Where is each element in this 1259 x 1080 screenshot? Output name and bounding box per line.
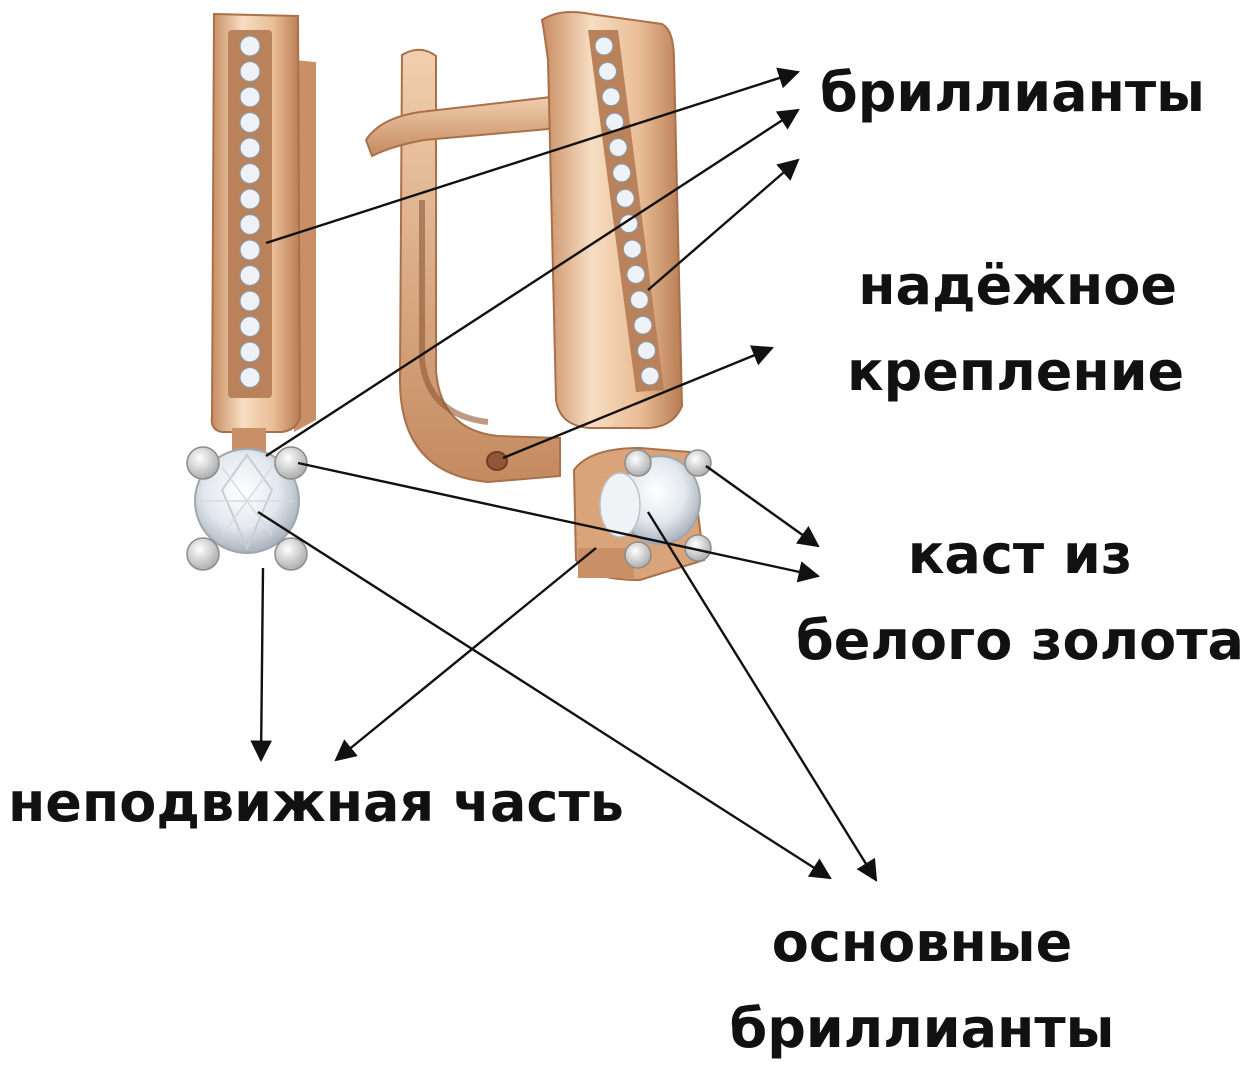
label-setting-line-2: белого золота <box>796 609 1244 672</box>
arrow-setting-1 <box>297 461 821 583</box>
pave-diamond <box>636 341 657 361</box>
right-earring-latch <box>364 94 561 158</box>
label-main-diamonds-line-2: бриллианты <box>729 997 1115 1060</box>
pave-diamond <box>597 61 618 81</box>
hinge-hole-icon <box>486 451 508 471</box>
pave-diamond <box>239 213 261 236</box>
arrow-main-1 <box>257 510 832 880</box>
pave-diamond <box>239 60 261 83</box>
label-secure-clasp-line-1: надёжное <box>858 254 1177 317</box>
label-fixed-part-text: неподвижная часть <box>8 771 624 834</box>
right-pave-diamonds <box>594 36 660 386</box>
pave-diamond <box>239 111 261 134</box>
arrow-setting-2 <box>705 465 820 548</box>
label-diamonds-text: бриллианты <box>820 61 1206 124</box>
label-setting-line-1: каст из <box>907 523 1133 586</box>
pave-diamond <box>239 137 261 159</box>
pave-diamond <box>239 86 261 108</box>
pave-diamond <box>239 239 261 261</box>
label-white-gold-setting: каст из белого золота <box>790 512 1250 684</box>
right-earring-loop <box>398 48 561 484</box>
pave-diamond <box>615 188 635 208</box>
pave-diamond <box>622 239 642 259</box>
arrow-clasp <box>502 345 774 460</box>
arrow-fixed-1 <box>250 567 273 763</box>
pave-diamond <box>239 35 261 57</box>
label-main-diamonds-line-1: основные <box>771 911 1073 974</box>
right-main-setting <box>572 446 712 582</box>
pave-diamond <box>601 87 621 107</box>
earring-illustration <box>186 11 712 582</box>
arrow-main-2 <box>646 511 878 882</box>
pave-diamond <box>239 366 261 389</box>
pave-diamond <box>239 315 261 338</box>
arrow-diamonds-1 <box>265 67 801 245</box>
pave-diamond <box>239 162 261 185</box>
left-main-setting <box>186 428 308 571</box>
arrow-diamonds-2 <box>265 108 800 458</box>
pave-diamond <box>612 163 632 183</box>
arrow-diamonds-3 <box>647 158 800 291</box>
label-secure-clasp-line-2: крепление <box>847 340 1185 403</box>
label-secure-clasp: надёжное крепление <box>847 243 1184 415</box>
label-main-diamonds: основные бриллианты <box>712 900 1132 1072</box>
pave-diamond <box>629 290 649 310</box>
pave-diamond <box>239 290 261 312</box>
pave-diamond <box>640 366 660 386</box>
pave-diamond <box>239 341 261 363</box>
pave-diamond <box>594 36 614 56</box>
pave-diamond <box>239 264 261 287</box>
pave-diamond <box>633 315 653 335</box>
annotation-arrows <box>250 67 878 882</box>
arrow-fixed-2 <box>334 547 597 762</box>
pave-diamond <box>619 214 639 234</box>
pave-diamond <box>239 188 261 210</box>
pave-diamond <box>608 137 628 158</box>
label-fixed-part: неподвижная часть <box>8 760 624 846</box>
pave-diamond <box>626 264 646 285</box>
label-diamonds: бриллианты <box>820 50 1205 136</box>
left-pave-diamonds <box>239 35 261 389</box>
